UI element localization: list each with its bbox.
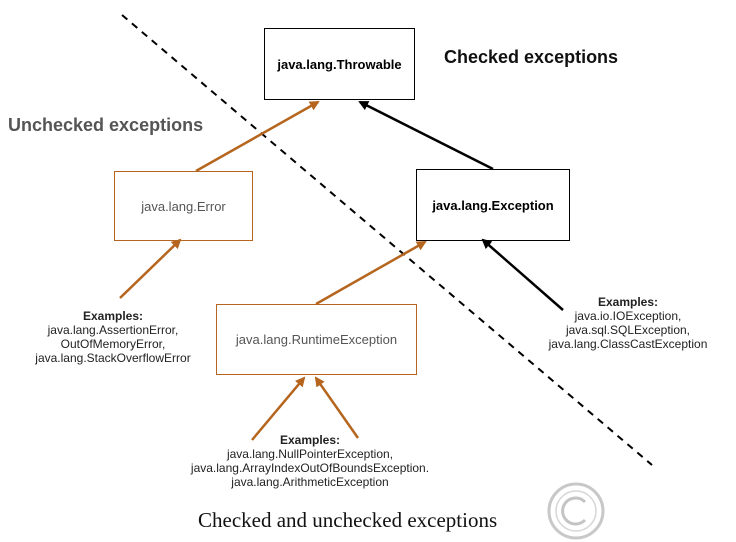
edge-exception-to-throwable bbox=[358, 100, 494, 171]
edge-error-to-throwable bbox=[195, 100, 320, 173]
runtime-examples: Examples: java.lang.NullPointerException… bbox=[160, 433, 460, 489]
edge-runtime-examples-left bbox=[251, 376, 306, 441]
example-item: java.sql.SQLException, bbox=[565, 323, 691, 337]
node-exception: java.lang.Exception bbox=[416, 169, 570, 241]
node-error: java.lang.Error bbox=[114, 171, 253, 241]
node-throwable: java.lang.Throwable bbox=[264, 28, 415, 100]
error-examples: Examples: java.lang.AssertionError, OutO… bbox=[6, 309, 220, 365]
edge-exception-examples bbox=[481, 238, 564, 311]
exception-examples: Examples: java.io.IOException, java.sql.… bbox=[524, 295, 732, 351]
edge-error-examples bbox=[119, 238, 182, 299]
edge-runtime-examples-right bbox=[314, 376, 360, 439]
example-item: java.lang.AssertionError, bbox=[47, 323, 179, 337]
figure-caption: Checked and unchecked exceptions bbox=[198, 508, 498, 532]
runtime-examples-title: Examples: bbox=[279, 433, 341, 447]
example-item: java.lang.ArrayIndexOutOfBoundsException… bbox=[190, 461, 430, 475]
copyright-circle-icon bbox=[547, 482, 605, 540]
example-item: java.lang.NullPointerException, bbox=[226, 447, 394, 461]
exception-examples-title: Examples: bbox=[597, 295, 659, 309]
unchecked-exceptions-heading: Unchecked exceptions bbox=[8, 115, 204, 135]
example-item: java.lang.ArithmeticException bbox=[231, 475, 389, 489]
node-runtime-exception: java.lang.RuntimeException bbox=[216, 304, 417, 375]
edge-runtime-to-exception bbox=[315, 240, 427, 306]
example-item: java.lang.ClassCastException bbox=[548, 337, 708, 351]
error-examples-title: Examples: bbox=[82, 309, 144, 323]
example-item: OutOfMemoryError, bbox=[60, 337, 166, 351]
example-item: java.lang.StackOverflowError bbox=[35, 351, 191, 365]
example-item: java.io.IOException, bbox=[574, 309, 682, 323]
checked-exceptions-heading: Checked exceptions bbox=[444, 47, 619, 67]
